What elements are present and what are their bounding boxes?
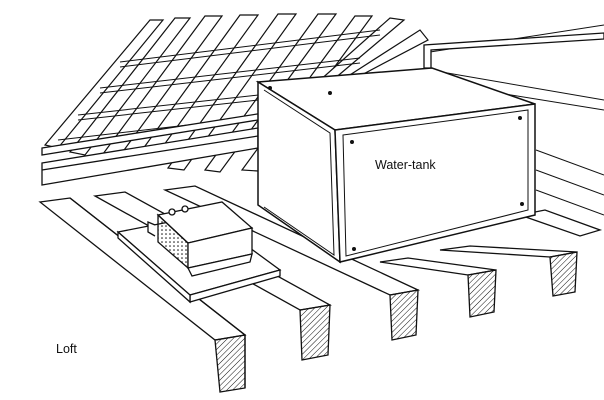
water-tank-label: Water-tank — [375, 158, 436, 172]
electrical-unit — [147, 201, 254, 277]
loft-label: Loft — [56, 342, 77, 356]
water-tank — [255, 67, 536, 264]
